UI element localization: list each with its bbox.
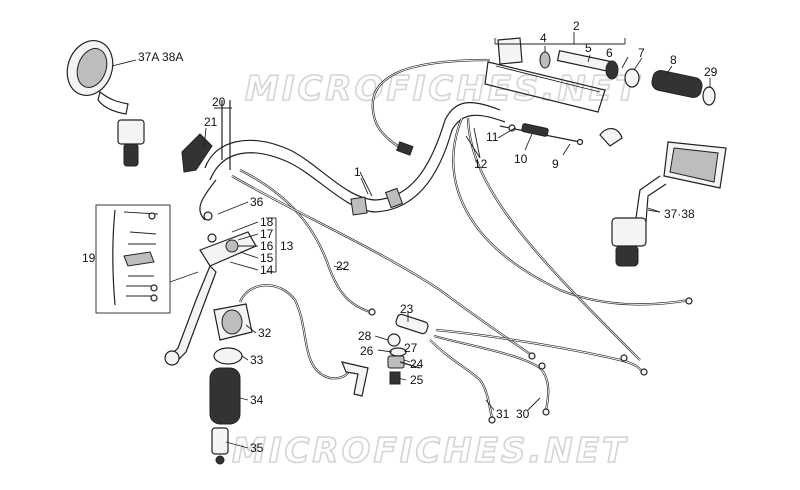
handlebar	[204, 102, 506, 216]
callout-7: 7	[638, 46, 645, 60]
callout-8: 8	[670, 53, 677, 67]
callout-29: 29	[704, 65, 718, 79]
callout-12: 12	[474, 157, 488, 171]
watermark-bottom: MICROFICHES.NET	[232, 431, 628, 471]
callout-24: 24	[410, 357, 424, 371]
callout-14: 14	[260, 263, 274, 277]
callout-19: 19	[82, 251, 96, 265]
mirror-right	[611, 141, 727, 267]
callout-11: 11	[486, 130, 499, 144]
callout-13: 13	[280, 239, 294, 253]
clutch-cable	[231, 169, 536, 360]
callout-15: 15	[260, 251, 274, 265]
callout-34: 34	[250, 393, 264, 407]
leader-lines	[217, 46, 711, 449]
callout-25: 25	[410, 373, 424, 387]
throttle-assembly	[484, 32, 716, 147]
callout-5: 5	[585, 41, 592, 55]
callout-labels: 1 2 4 5 6 7 8 29 37A 38A 20 21 11 12 10 …	[82, 19, 718, 455]
callout-35: 35	[250, 441, 264, 455]
adjuster-parts	[387, 297, 693, 424]
mirror-left	[66, 40, 145, 167]
left-grip-parts	[209, 284, 369, 465]
callout-22: 22	[336, 259, 350, 273]
callout-21: 21	[204, 115, 218, 129]
callout-32: 32	[258, 326, 272, 340]
callout-6: 6	[606, 46, 613, 60]
callout-31: 31	[496, 407, 510, 421]
callout-2: 2	[573, 19, 580, 33]
callout-4: 4	[540, 31, 547, 45]
callout-37-38: 37·38	[664, 207, 695, 221]
callout-27: 27	[404, 341, 418, 355]
callout-26: 26	[360, 344, 374, 358]
callout-28: 28	[358, 329, 372, 343]
callout-17: 17	[260, 227, 274, 241]
callout-16: 16	[260, 239, 274, 253]
callout-18: 18	[260, 215, 274, 229]
callout-30: 30	[516, 407, 530, 421]
callout-1: 1	[354, 165, 361, 179]
callout-9: 9	[552, 157, 559, 171]
watermark-top: MICROFICHES.NET	[245, 69, 641, 109]
callout-36: 36	[250, 195, 264, 209]
callout-20: 20	[212, 95, 226, 109]
callout-33: 33	[250, 353, 264, 367]
callout-37a-38a: 37A 38A	[138, 50, 183, 64]
callout-23: 23	[400, 302, 414, 316]
callout-10: 10	[514, 152, 528, 166]
